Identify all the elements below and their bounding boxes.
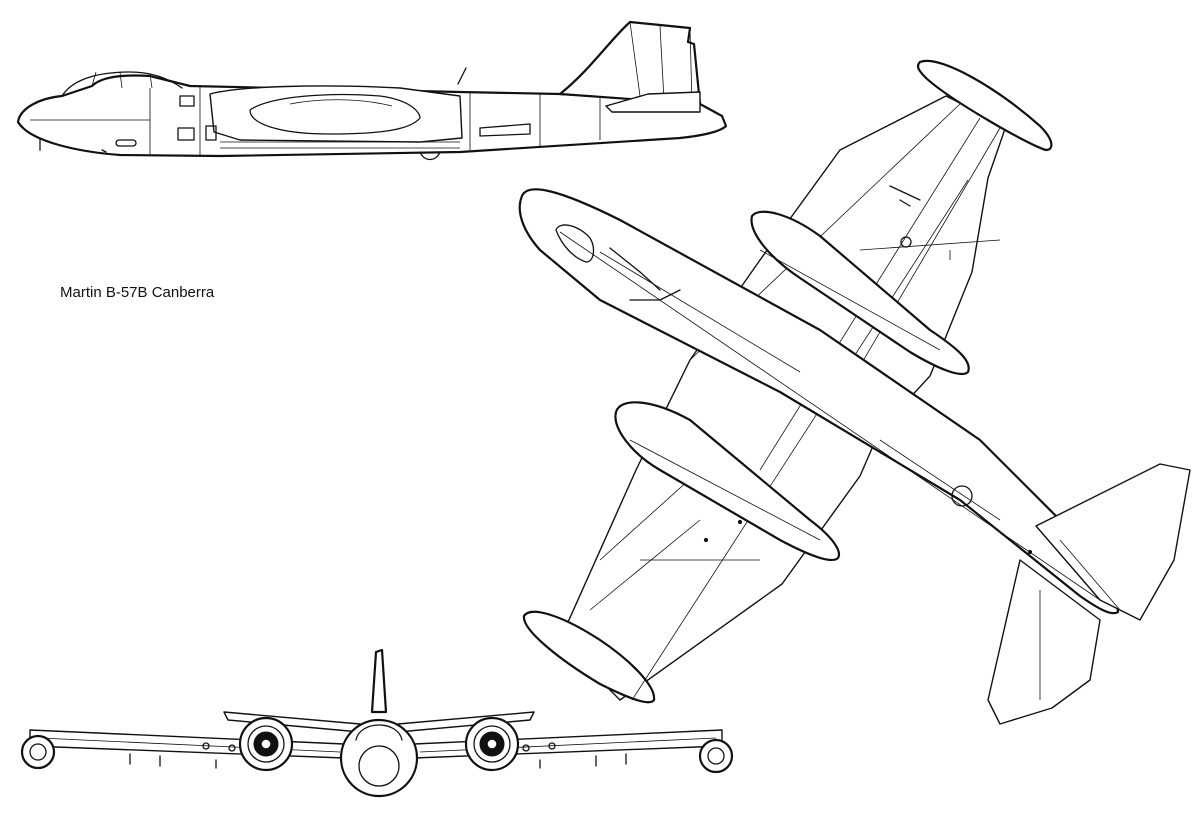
plan-view xyxy=(518,59,1191,725)
front-view xyxy=(20,648,734,798)
aircraft-caption: Martin B-57B Canberra xyxy=(60,284,215,301)
side-view xyxy=(16,20,728,161)
